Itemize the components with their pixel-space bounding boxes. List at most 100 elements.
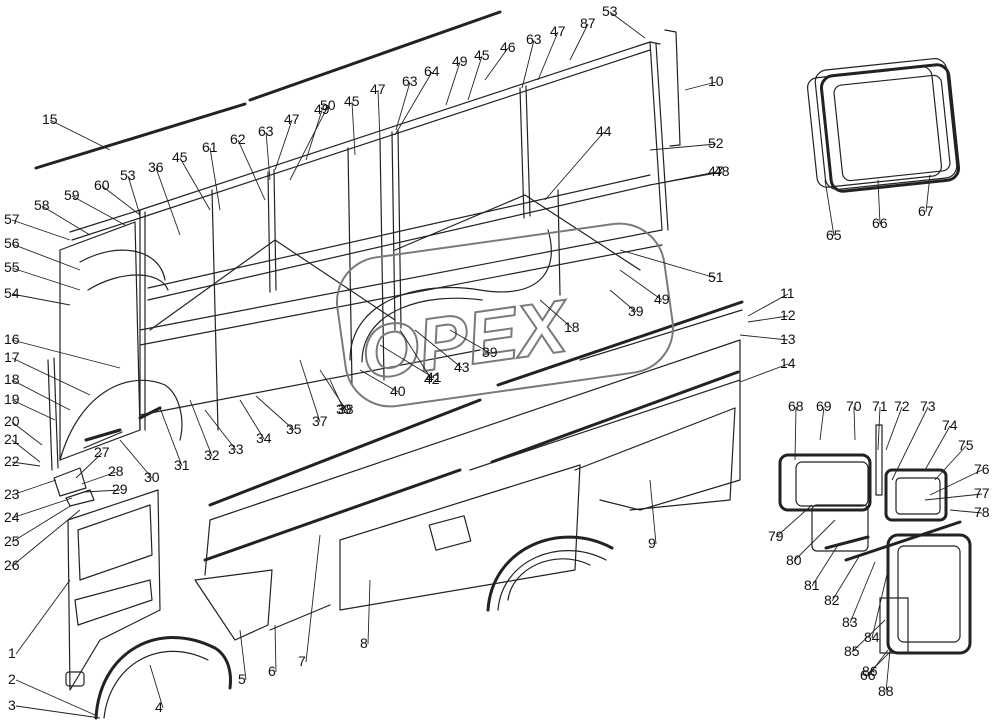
callout-leader-81	[811, 544, 839, 587]
callout-label-4: 4	[155, 699, 163, 715]
callout-label-81: 81	[804, 577, 820, 593]
callout-label-80: 80	[786, 552, 802, 568]
callout-leader-30	[119, 439, 153, 479]
callout-label-5: 5	[238, 671, 246, 687]
callout-leader-27	[75, 452, 103, 479]
callout-leader-63	[521, 39, 535, 89]
callout-label-47: 47	[550, 23, 566, 39]
callout-leader-1	[15, 579, 71, 655]
callout-label-63: 63	[258, 123, 274, 139]
callout-leader-85	[851, 619, 886, 653]
callout-leader-39	[449, 329, 491, 354]
callout-leader-46	[484, 47, 509, 81]
callout-label-2: 2	[8, 671, 16, 687]
callout-leader-55	[11, 267, 81, 291]
callout-label-56: 56	[4, 235, 20, 251]
callout-leader-47	[274, 119, 293, 171]
callout-leader-32	[189, 399, 213, 457]
callout-label-45: 45	[474, 47, 490, 63]
callout-leader-47	[377, 89, 381, 141]
callout-leader-62	[237, 139, 266, 201]
callout-leader-11	[747, 293, 789, 317]
side-moldings	[83, 300, 744, 562]
roof-strip	[34, 10, 502, 170]
callout-label-61: 61	[202, 139, 218, 155]
callout-label-16: 16	[4, 331, 20, 347]
callout-leader-13	[739, 334, 789, 341]
callout-leader-28	[81, 471, 117, 485]
callout-leader-31	[159, 407, 183, 467]
callout-label-57: 57	[4, 211, 20, 227]
callout-leader-12	[747, 315, 789, 323]
callout-label-28: 28	[108, 463, 124, 479]
front-lower-panel	[65, 489, 161, 691]
callout-leader-26	[11, 509, 81, 567]
callout-label-23: 23	[4, 486, 20, 502]
callout-label-58: 58	[34, 197, 50, 213]
callout-label-31: 31	[174, 457, 190, 473]
wheel-arches	[94, 535, 614, 720]
callout-label-9: 9	[648, 535, 656, 551]
callout-leader-88	[885, 649, 891, 693]
callout-label-49: 49	[452, 53, 468, 69]
callout-label-44: 44	[596, 123, 612, 139]
callout-leader-73	[891, 406, 929, 481]
callout-label-19: 19	[4, 391, 20, 407]
callout-leader-34	[239, 399, 265, 440]
callout-leader-48	[649, 171, 723, 186]
callout-leader-37	[299, 359, 321, 423]
callout-label-47: 47	[708, 163, 724, 179]
callout-leader-63	[265, 131, 271, 181]
callout-leader-25	[11, 504, 73, 543]
callout-leader-16	[11, 339, 121, 369]
callout-leader-42	[399, 329, 433, 381]
callout-label-7: 7	[298, 653, 306, 669]
callout-label-50: 50	[320, 97, 336, 113]
callout-leader-64	[394, 71, 433, 136]
callout-label-30: 30	[144, 469, 160, 485]
callout-label-72: 72	[894, 398, 910, 414]
callout-label-79: 79	[768, 528, 784, 544]
callout-label-83: 83	[842, 614, 858, 630]
callout-leader-56	[11, 243, 81, 271]
callout-leader-24	[11, 497, 73, 519]
window-assembly-large	[806, 58, 961, 193]
callout-label-63: 63	[402, 73, 418, 89]
callout-leader-54	[11, 293, 71, 306]
callout-label-6: 6	[268, 663, 276, 679]
callout-label-39: 39	[336, 401, 352, 417]
callout-label-52: 52	[708, 135, 724, 151]
callout-leader-44	[544, 131, 605, 201]
callout-leader-35	[255, 395, 295, 431]
callout-label-22: 22	[4, 453, 20, 469]
callout-label-66: 66	[872, 215, 888, 231]
callout-leader-18	[11, 379, 71, 411]
callout-leader-5	[239, 629, 247, 681]
callout-label-20: 20	[4, 413, 20, 429]
callout-leader-50	[289, 105, 329, 181]
callout-label-54: 54	[4, 285, 20, 301]
callout-label-84: 84	[864, 629, 880, 645]
callout-label-69: 69	[816, 398, 832, 414]
callout-leader-45	[467, 55, 483, 101]
callout-label-15: 15	[42, 111, 58, 127]
callout-leader-17	[11, 357, 91, 396]
front-cab	[47, 221, 183, 471]
callout-label-27: 27	[94, 444, 110, 460]
callout-leader-65	[824, 179, 835, 237]
callout-leader-22	[11, 461, 41, 467]
callout-label-77: 77	[974, 485, 990, 501]
callout-label-82: 82	[824, 592, 840, 608]
callout-label-49: 49	[654, 291, 670, 307]
callout-leader-76	[929, 469, 983, 496]
callout-leader-49	[619, 269, 663, 301]
callout-leader-6	[274, 624, 277, 673]
callout-leader-53	[609, 11, 646, 39]
watermark-frame	[335, 222, 675, 408]
callout-label-62: 62	[230, 131, 246, 147]
callout-label-67: 67	[918, 203, 934, 219]
callout-leader-52	[649, 143, 717, 151]
callout-leader-79	[775, 504, 813, 538]
cab-small-parts	[53, 406, 162, 507]
